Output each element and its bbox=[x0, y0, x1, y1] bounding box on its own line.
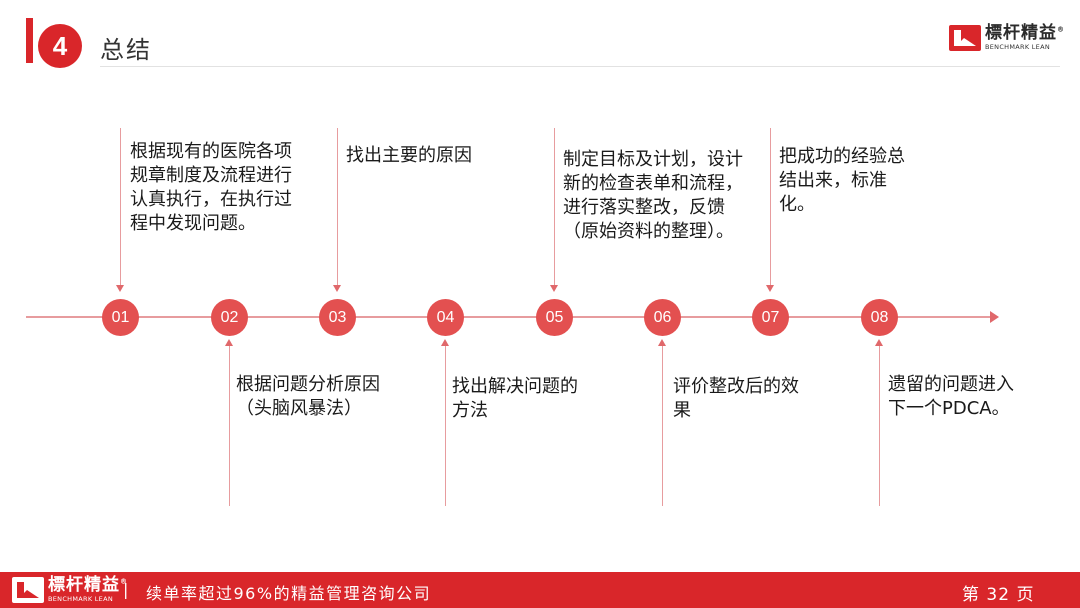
arrow-down-icon bbox=[550, 285, 558, 292]
footer-separator: | bbox=[123, 580, 129, 599]
connector-line-05 bbox=[554, 128, 555, 286]
connector-line-03 bbox=[337, 128, 338, 286]
brand-logo-footer: 標杆精益® BENCHMARK LEAN bbox=[12, 577, 128, 603]
timeline-note-06: 评价整改后的效果 bbox=[673, 376, 799, 421]
timeline-node-08: 08 bbox=[861, 299, 898, 336]
timeline-node-02: 02 bbox=[211, 299, 248, 336]
arrow-up-icon bbox=[658, 339, 666, 346]
logo-text-cn: 標杆精益 bbox=[985, 23, 1057, 44]
header-divider bbox=[100, 66, 1060, 67]
timeline-note-08: 遗留的问题进入下一个PDCA。 bbox=[888, 374, 1014, 419]
timeline-note-01: 根据现有的医院各项规章制度及流程进行认真执行，在执行过程中发现问题。 bbox=[130, 141, 292, 234]
arrow-down-icon bbox=[766, 285, 774, 292]
connector-line-07 bbox=[770, 128, 771, 286]
connector-line-08 bbox=[879, 346, 880, 506]
timeline-node-07: 07 bbox=[752, 299, 789, 336]
timeline-note-05: 制定目标及计划，设计新的检查表单和流程，进行落实整改，反馈（原始资料的整理）。 bbox=[563, 149, 743, 242]
timeline-node-06: 06 bbox=[644, 299, 681, 336]
logo-registered: ® bbox=[1057, 25, 1065, 34]
timeline-note-02: 根据问题分析原因（头脑风暴法） bbox=[236, 374, 380, 419]
page-title: 总结 bbox=[100, 36, 152, 64]
timeline-node-03: 03 bbox=[319, 299, 356, 336]
brand-logo-top: 標杆精益® BENCHMARK LEAN bbox=[949, 25, 1065, 51]
logo-registered: ® bbox=[120, 577, 128, 586]
timeline-node-04: 04 bbox=[427, 299, 464, 336]
timeline-arrow-icon bbox=[990, 311, 999, 323]
connector-line-02 bbox=[229, 346, 230, 506]
timeline-note-03: 找出主要的原因 bbox=[346, 145, 472, 166]
arrow-down-icon bbox=[333, 285, 341, 292]
header-accent-bar bbox=[26, 18, 33, 63]
connector-line-01 bbox=[120, 128, 121, 286]
timeline-note-07: 把成功的经验总结出来，标准化。 bbox=[779, 146, 905, 215]
section-number-badge: 4 bbox=[38, 24, 82, 68]
arrow-up-icon bbox=[225, 339, 233, 346]
connector-line-06 bbox=[662, 346, 663, 506]
logo-text-cn: 標杆精益 bbox=[48, 575, 120, 596]
footer-slogan: 续单率超过96%的精益管理咨询公司 bbox=[146, 584, 432, 603]
timeline-node-05: 05 bbox=[536, 299, 573, 336]
logo-mark-icon bbox=[12, 577, 44, 603]
timeline-note-04: 找出解决问题的方法 bbox=[452, 376, 578, 421]
connector-line-04 bbox=[445, 346, 446, 506]
footer-bar: 標杆精益® BENCHMARK LEAN | 续单率超过96%的精益管理咨询公司… bbox=[0, 572, 1080, 608]
arrow-up-icon bbox=[441, 339, 449, 346]
timeline-axis bbox=[26, 316, 992, 318]
logo-text-en: BENCHMARK LEAN bbox=[48, 595, 113, 604]
arrow-down-icon bbox=[116, 285, 124, 292]
page-number: 第 32 页 bbox=[962, 585, 1035, 605]
logo-text-en: BENCHMARK LEAN bbox=[985, 43, 1050, 52]
logo-mark-icon bbox=[949, 25, 981, 51]
timeline-node-01: 01 bbox=[102, 299, 139, 336]
arrow-up-icon bbox=[875, 339, 883, 346]
